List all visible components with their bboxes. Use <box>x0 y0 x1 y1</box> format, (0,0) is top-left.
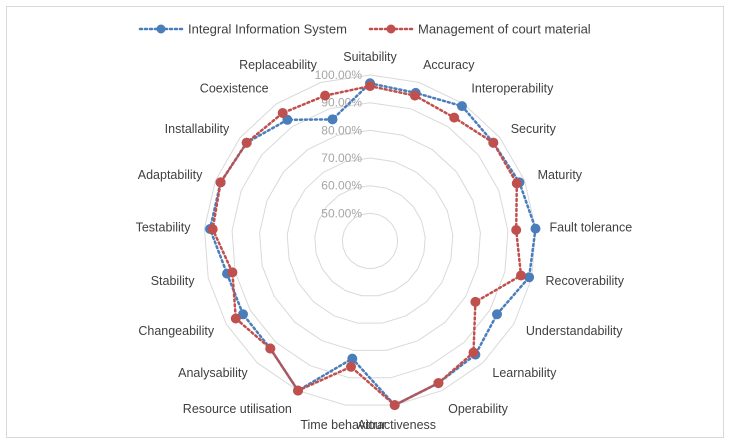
tick-label: 60.00% <box>321 179 362 193</box>
data-point <box>347 353 358 364</box>
tick-label: 100.00% <box>315 68 363 82</box>
category-label: Interoperability <box>471 81 554 95</box>
category-label: Attractiveness <box>358 418 437 432</box>
tick-label: 80.00% <box>321 123 362 137</box>
category-label: Testability <box>136 221 192 235</box>
category-label: Learnability <box>492 366 557 380</box>
category-label: Operability <box>448 402 508 416</box>
grid-ring <box>286 157 454 324</box>
data-point <box>524 272 535 283</box>
grid-ring <box>314 185 426 297</box>
data-point <box>320 90 331 101</box>
data-point <box>433 378 444 389</box>
category-label: Suitability <box>343 50 397 64</box>
data-point <box>511 178 522 189</box>
data-point <box>215 177 226 188</box>
legend-marker <box>386 24 396 34</box>
data-point <box>409 90 420 101</box>
grid-ring <box>341 212 399 269</box>
category-label: Fault tolerance <box>550 221 633 235</box>
category-label: Security <box>511 122 557 136</box>
data-point <box>470 296 481 307</box>
data-point <box>492 309 502 320</box>
grid-ring <box>231 102 509 379</box>
data-point <box>230 313 241 324</box>
data-point <box>449 112 460 123</box>
data-point <box>282 114 293 125</box>
series-line <box>211 84 523 407</box>
data-point <box>241 137 252 148</box>
data-point <box>488 137 499 148</box>
data-point <box>346 361 356 372</box>
radial-tick-labels: 50.00%60.00%70.00%80.00%90.00%100.00% <box>315 68 363 220</box>
category-label: Coexistence <box>200 81 269 95</box>
radar-grid <box>203 74 537 406</box>
category-label: Resource utilisation <box>183 402 292 416</box>
category-label: Installability <box>165 122 230 136</box>
grid-ring <box>259 129 481 351</box>
legend-label: Integral Information System <box>188 22 347 37</box>
legend-marker <box>156 24 166 34</box>
data-point <box>389 400 400 411</box>
series-management-of-court-material <box>207 81 526 411</box>
category-label: Maturity <box>538 168 583 182</box>
grid-ring <box>203 74 537 406</box>
category-label: Accuracy <box>423 58 475 72</box>
category-label: Understandability <box>526 324 623 338</box>
category-labels: SuitabilityAccuracyInteroperabilitySecur… <box>136 50 633 432</box>
category-label: Stability <box>151 274 196 288</box>
category-label: Analysability <box>178 366 248 380</box>
data-point <box>227 267 238 278</box>
legend-label: Management of court material <box>418 22 591 37</box>
category-label: Changeability <box>138 324 214 338</box>
data-point <box>365 81 375 92</box>
data-point <box>277 108 288 118</box>
data-point <box>516 270 526 281</box>
category-label: Time behaviour <box>300 418 386 432</box>
data-point <box>293 385 303 396</box>
category-label: Adaptability <box>138 168 203 182</box>
data-point <box>265 343 276 354</box>
tick-label: 50.00% <box>321 206 362 220</box>
chart-frame <box>6 6 724 438</box>
data-point <box>530 223 541 234</box>
legend: Integral Information System Management of… <box>138 22 591 37</box>
series-line <box>208 81 537 407</box>
category-label: Replaceability <box>239 58 318 72</box>
data-point <box>207 224 218 235</box>
data-point <box>457 101 467 112</box>
data-point <box>468 347 479 358</box>
category-label: Recoverability <box>546 274 625 288</box>
tick-label: 70.00% <box>321 151 362 165</box>
data-point <box>327 114 338 125</box>
data-point <box>511 225 522 235</box>
